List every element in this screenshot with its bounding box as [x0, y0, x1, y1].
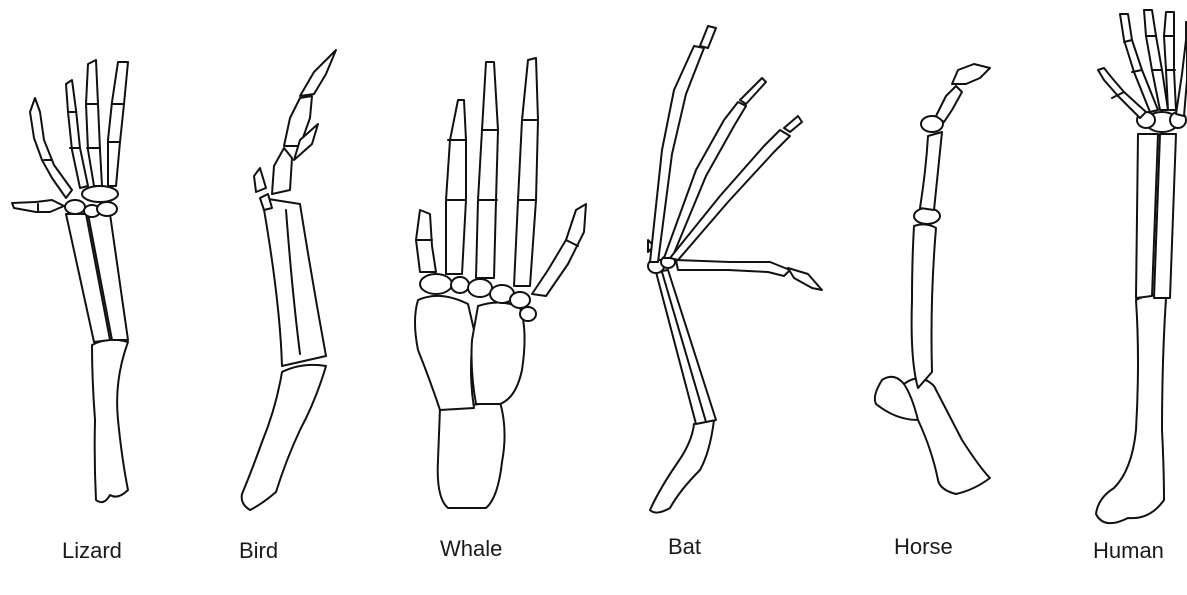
lizard-limb — [12, 60, 128, 502]
bat-digits — [650, 26, 822, 290]
whale-forearm — [415, 296, 525, 410]
horse-forearm — [912, 224, 936, 388]
bird-humerus — [242, 365, 326, 510]
lizard-wrist — [65, 186, 118, 217]
bird-radius-ulna — [262, 198, 326, 366]
bird-wrist — [260, 194, 272, 210]
human-digits — [1098, 10, 1187, 118]
human-limb — [1096, 10, 1187, 523]
horse-wrist — [914, 208, 940, 224]
label-human: Human — [1093, 538, 1164, 564]
label-lizard: Lizard — [62, 538, 122, 564]
label-bird: Bird — [239, 538, 278, 564]
whale-digits — [416, 58, 586, 296]
horse-limb — [875, 64, 990, 494]
horse-pastern-hoof — [921, 64, 990, 132]
bat-forearm — [656, 270, 716, 424]
bird-digits — [254, 50, 336, 194]
horse-cannon — [920, 132, 942, 210]
label-whale: Whale — [440, 536, 502, 562]
bat-limb — [648, 26, 822, 513]
label-bat: Bat — [668, 534, 701, 560]
human-forearm — [1136, 134, 1176, 298]
label-horse: Horse — [894, 534, 953, 560]
whale-humerus — [438, 402, 505, 508]
horse-humerus — [875, 377, 990, 494]
human-humerus — [1096, 295, 1166, 523]
bat-humerus — [650, 420, 714, 513]
lizard-humerus — [92, 340, 128, 503]
whale-limb — [415, 58, 586, 508]
bird-limb — [242, 50, 336, 510]
